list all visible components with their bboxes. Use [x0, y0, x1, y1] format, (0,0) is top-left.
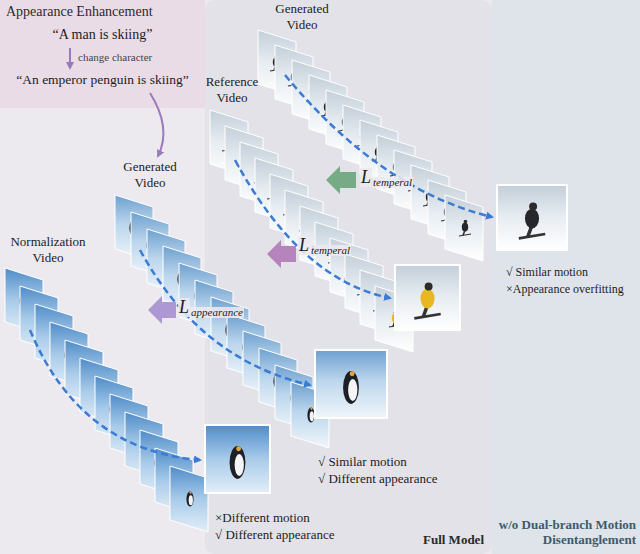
skier-body [420, 289, 434, 309]
penguin-belly [348, 379, 357, 401]
change-arrow [69, 48, 71, 68]
dashed-arrow [285, 75, 492, 217]
result-note: √ Similar motion [318, 454, 407, 470]
loss-subscript: appearance [190, 307, 244, 319]
result-frames [205, 185, 567, 493]
video-frames [5, 30, 483, 532]
dashed-arrows [30, 75, 492, 460]
prompt-arrows [70, 48, 163, 156]
ski [519, 234, 545, 238]
loss-arrow [326, 166, 356, 194]
penguin-beak [189, 492, 191, 494]
dashed-arrow [30, 330, 200, 460]
skier-head [529, 202, 537, 210]
prompt-text: “A man is skiing” [0, 27, 205, 44]
frame-stack [258, 30, 483, 261]
loss-subscript: temperal [372, 177, 413, 189]
frame-stack [5, 268, 208, 532]
prompt-panel: Appearance Enhancement “A man is skiing” c… [0, 0, 205, 108]
change-note: change character [78, 51, 152, 64]
video-frame [170, 466, 208, 532]
penguin-belly [235, 454, 244, 476]
penguin-beak [350, 371, 355, 376]
result-frame [315, 350, 387, 418]
frame-image [395, 265, 460, 330]
result-note: ×Different motion [215, 510, 310, 526]
video-label: Reference Video [196, 74, 268, 105]
result-frame [497, 185, 567, 250]
result-frame [395, 265, 460, 330]
loss-subscript: temperal [310, 245, 351, 257]
video-label: Normalization Video [0, 234, 96, 265]
video-label: Generated Video [110, 159, 190, 190]
penguin-belly [310, 411, 314, 421]
skier-head [464, 220, 468, 224]
frame-image [170, 466, 208, 532]
result-note: ×Appearance overfitting [506, 282, 624, 296]
skier-head [425, 282, 433, 290]
loss-symbol: L [360, 168, 372, 187]
result-note: √ Similar motion [506, 265, 588, 279]
dashed-arrow [140, 250, 310, 385]
result-note: √ Different appearance [215, 527, 335, 543]
loss-arrows [148, 166, 356, 324]
loss-symbol: L [298, 236, 310, 255]
prompt-text: “An emperor penguin is skiing” [0, 72, 205, 88]
loss-arrow [148, 296, 176, 324]
loss-arrow [267, 240, 296, 268]
video-label: Generated Video [262, 1, 342, 32]
dashed-arrow [235, 160, 390, 298]
region-title: w/o Dual-branch Motion Disentanglement [496, 517, 636, 548]
penguin-beak [236, 446, 241, 451]
penguin-body [307, 408, 314, 423]
penguin-body [186, 492, 193, 507]
ski [459, 234, 471, 236]
frame-image [315, 350, 387, 418]
result-note: √ Different appearance [318, 471, 438, 487]
prompt-arrow [150, 93, 163, 156]
region-title: Full Model [423, 532, 484, 548]
penguin-beak [310, 408, 312, 410]
panel-heading: Appearance Enhancement [6, 4, 153, 21]
frame-image [205, 425, 270, 493]
loss-symbol: L [178, 298, 190, 317]
penguin-body [230, 446, 246, 479]
penguin-belly [189, 495, 193, 505]
ski [414, 314, 440, 318]
result-frame [205, 425, 270, 493]
skier-body [525, 209, 539, 229]
frame-image [497, 185, 567, 250]
skier-body [462, 223, 468, 232]
penguin-body [343, 371, 359, 404]
